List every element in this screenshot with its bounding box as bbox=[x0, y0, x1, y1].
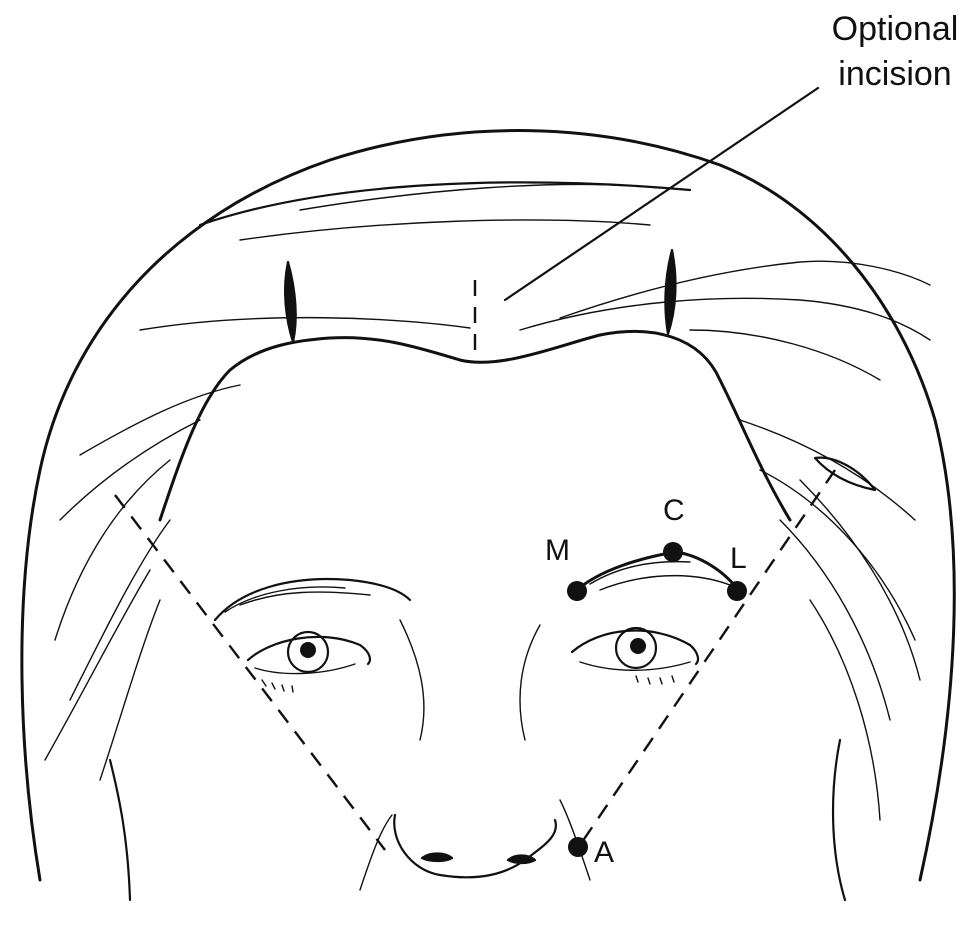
hair-strand bbox=[200, 182, 690, 225]
hair-strand bbox=[140, 318, 470, 330]
callout-line-2: incision bbox=[838, 55, 951, 93]
left-eye bbox=[248, 632, 370, 692]
incision-right bbox=[665, 250, 675, 334]
point-a-marker bbox=[568, 837, 588, 857]
hair-strand bbox=[780, 520, 890, 720]
hair-strand bbox=[690, 330, 880, 380]
left-eye-lashes bbox=[262, 680, 293, 692]
callout-line-1: Optional bbox=[832, 10, 959, 48]
nose bbox=[394, 620, 556, 877]
eyebrows bbox=[215, 552, 738, 620]
landmarks bbox=[567, 542, 747, 857]
hair-strand bbox=[520, 298, 930, 340]
hair-strand bbox=[300, 184, 660, 210]
right-dashed-guide bbox=[578, 470, 835, 848]
left-eyebrow bbox=[215, 579, 410, 620]
left-eyebrow-hair bbox=[225, 587, 345, 612]
hair-strand bbox=[100, 600, 160, 780]
hair-strand bbox=[55, 460, 170, 640]
right-nostril bbox=[508, 856, 535, 864]
left-pupil bbox=[300, 642, 316, 658]
hair-strand bbox=[60, 420, 200, 520]
point-l-marker bbox=[727, 581, 747, 601]
right-eye-lashes bbox=[636, 676, 674, 684]
left-nostril bbox=[422, 854, 452, 862]
point-c-label: C bbox=[663, 494, 685, 527]
point-l-label: L bbox=[730, 542, 747, 575]
incision-left bbox=[285, 262, 296, 342]
callout-leader-line bbox=[505, 88, 818, 300]
hair-strand bbox=[45, 570, 150, 760]
left-eyebrow-hair bbox=[240, 592, 370, 605]
hair-strand bbox=[810, 600, 880, 820]
left-ear bbox=[110, 760, 130, 900]
hair-strand bbox=[240, 220, 650, 240]
hair-strand bbox=[80, 385, 240, 455]
nose-bridge-right bbox=[520, 625, 540, 740]
hair-strand bbox=[800, 480, 920, 680]
point-a-label: A bbox=[594, 836, 614, 869]
right-eye bbox=[572, 628, 698, 684]
hair-strand bbox=[760, 470, 915, 640]
right-pupil bbox=[630, 638, 646, 654]
hairline bbox=[160, 331, 790, 520]
right-ear bbox=[833, 740, 845, 900]
right-eyebrow bbox=[577, 552, 738, 590]
left-cheek-line bbox=[360, 815, 392, 890]
point-m-label: M bbox=[545, 534, 570, 567]
hair bbox=[22, 131, 954, 880]
nose-bridge-left bbox=[400, 620, 424, 740]
right-eyebrow-hair bbox=[600, 576, 730, 590]
point-c-marker bbox=[663, 542, 683, 562]
hair-tuft bbox=[815, 458, 875, 490]
left-dashed-guide bbox=[115, 495, 385, 850]
point-m-marker bbox=[567, 581, 587, 601]
nose-tip bbox=[394, 815, 556, 877]
dashed-guides bbox=[115, 470, 835, 850]
